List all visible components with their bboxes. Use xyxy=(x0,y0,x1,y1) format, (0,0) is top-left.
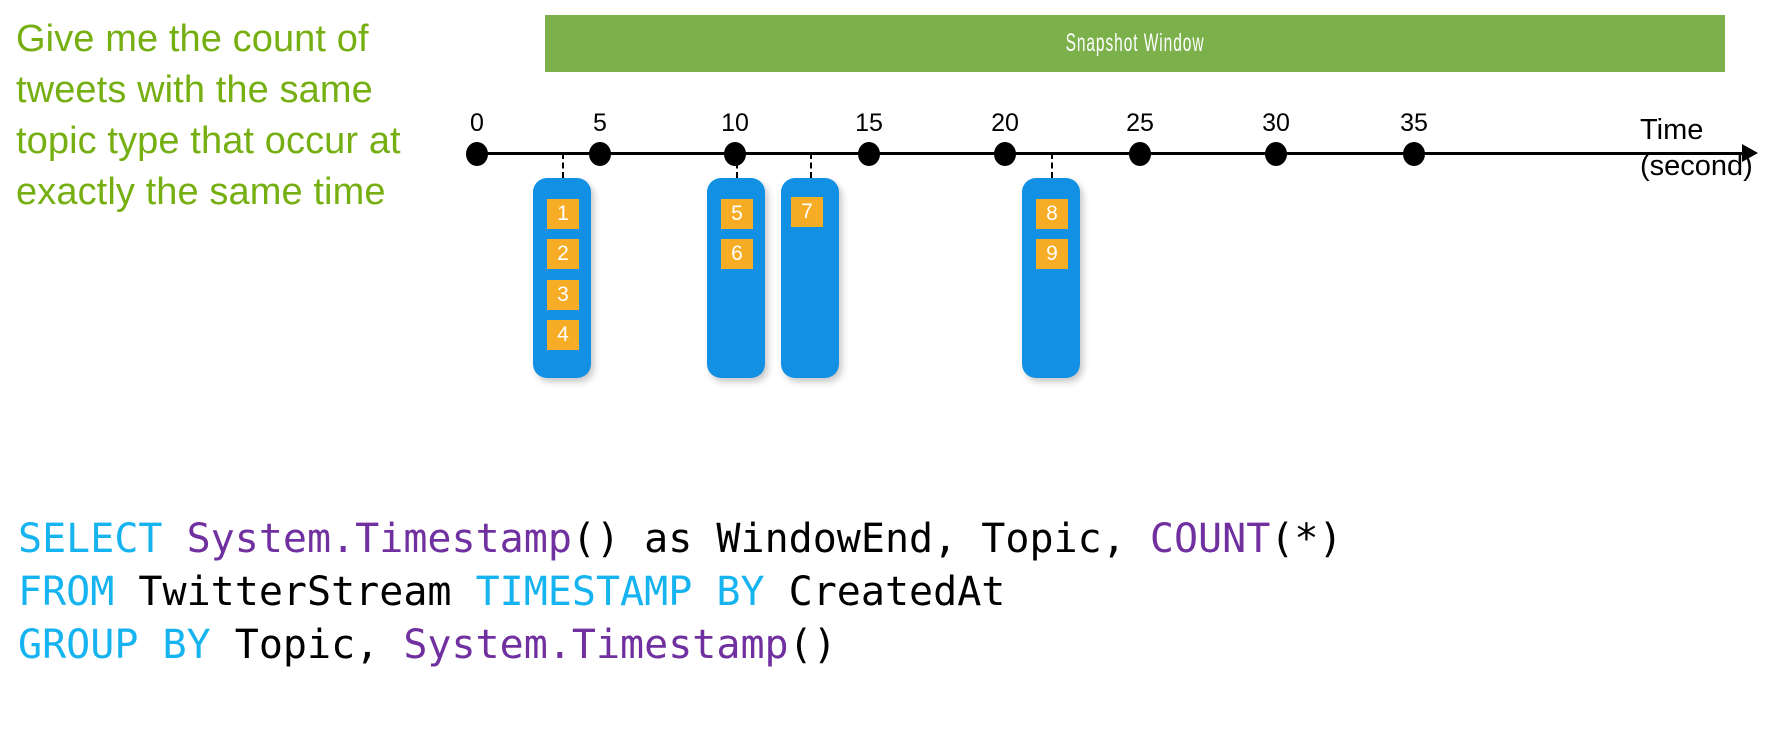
sql-token: TwitterStream xyxy=(114,569,476,615)
sql-token: FROM xyxy=(18,569,115,615)
prompt-text: Give me the count of tweets with the sam… xyxy=(16,18,401,213)
sql-token: () as WindowEnd, Topic, xyxy=(571,516,1150,562)
time-axis-label: Time (second) xyxy=(1640,112,1753,184)
event-badge-5[interactable]: 5 xyxy=(721,199,753,229)
sql-line-2: FROM TwitterStream TIMESTAMP BY CreatedA… xyxy=(18,566,1343,619)
axis-arrow-icon xyxy=(1742,144,1758,162)
tick-label-10: 10 xyxy=(721,109,749,137)
tick-label-35: 35 xyxy=(1400,109,1428,137)
event-badge-4[interactable]: 4 xyxy=(547,320,579,350)
time-axis-label-line2: (second) xyxy=(1640,150,1753,182)
tick-dot-10 xyxy=(724,142,746,166)
tick-dot-0 xyxy=(466,142,488,166)
tick-label-25: 25 xyxy=(1126,109,1154,137)
event-badge-8[interactable]: 8 xyxy=(1036,199,1068,229)
event-badge-3[interactable]: 3 xyxy=(547,280,579,310)
dashed-connector-group-1 xyxy=(562,153,564,178)
sql-token xyxy=(163,516,187,562)
tick-dot-30 xyxy=(1265,142,1287,166)
dashed-connector-group-3 xyxy=(810,153,812,178)
event-badge-1[interactable]: 1 xyxy=(547,199,579,229)
event-box-group-1[interactable]: 1 2 3 4 xyxy=(533,178,591,378)
tick-dot-25 xyxy=(1129,142,1151,166)
dashed-connector-group-2 xyxy=(736,153,738,178)
event-badge-9[interactable]: 9 xyxy=(1036,239,1068,269)
snapshot-window-label: Snapshot Window xyxy=(1065,29,1205,57)
tick-label-5: 5 xyxy=(593,109,607,137)
event-box-group-3[interactable]: 7 xyxy=(781,178,839,378)
snapshot-window-bar: Snapshot Window xyxy=(545,15,1725,72)
event-badge-7[interactable]: 7 xyxy=(791,197,823,227)
dashed-connector-group-4 xyxy=(1051,153,1053,178)
tick-dot-15 xyxy=(858,142,880,166)
sql-token: TIMESTAMP BY xyxy=(475,569,765,615)
sql-query-block: SELECT System.Timestamp() as WindowEnd, … xyxy=(18,513,1343,672)
event-badge-6[interactable]: 6 xyxy=(721,239,753,269)
sql-token: System.Timestamp xyxy=(403,622,789,668)
sql-token: () xyxy=(788,622,837,668)
tick-dot-5 xyxy=(589,142,611,166)
sql-token: COUNT xyxy=(1149,516,1271,562)
sql-token: SELECT xyxy=(18,516,163,562)
tick-label-30: 30 xyxy=(1262,109,1290,137)
event-badge-2[interactable]: 2 xyxy=(547,239,579,269)
tick-label-15: 15 xyxy=(855,109,883,137)
tick-dot-20 xyxy=(994,142,1016,166)
sql-token: GROUP BY xyxy=(18,622,211,668)
sql-line-1: SELECT System.Timestamp() as WindowEnd, … xyxy=(18,513,1343,566)
tick-label-0: 0 xyxy=(470,109,484,137)
sql-token: CreatedAt xyxy=(764,569,1006,615)
timeline-axis: 0 5 10 15 20 25 30 35 Time (second) xyxy=(0,100,1785,220)
sql-token: System.Timestamp xyxy=(186,516,572,562)
sql-token: Topic, xyxy=(210,622,404,668)
time-axis-label-line1: Time xyxy=(1640,114,1704,146)
tick-dot-35 xyxy=(1403,142,1425,166)
axis-line xyxy=(477,152,1747,155)
tick-label-20: 20 xyxy=(991,109,1019,137)
sql-line-3: GROUP BY Topic, System.Timestamp() xyxy=(18,619,1343,672)
sql-token: (*) xyxy=(1270,516,1343,562)
